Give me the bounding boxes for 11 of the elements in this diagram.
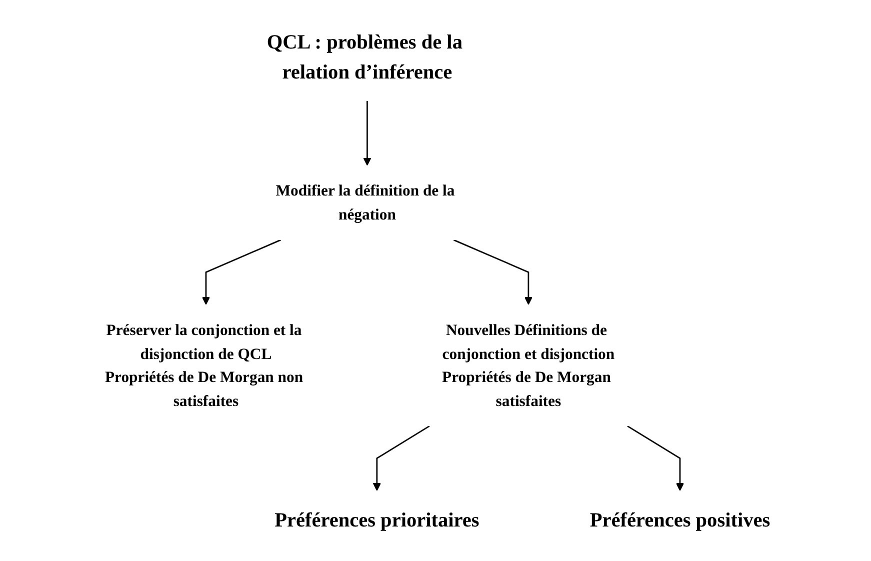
node-text: Modifier la définition de la négation bbox=[276, 182, 456, 223]
arrow bbox=[364, 100, 372, 166]
node-text: QCL : problèmes de la relation d’inférence bbox=[267, 30, 463, 84]
node-text: Nouvelles Définitions de conjonction et disjonction Propriétés de De Morgan satisfaites bbox=[442, 321, 616, 410]
arrow bbox=[202, 239, 282, 305]
node-text: Préférences prioritaires bbox=[275, 508, 480, 532]
arrow bbox=[454, 239, 533, 305]
arrow bbox=[373, 425, 430, 491]
node-text: Préférences positives bbox=[590, 508, 771, 532]
node-text: Préserver la conjonction et la disjonction de QCL Propriétés de De Morgan non satisfaites bbox=[105, 321, 304, 410]
arrow bbox=[628, 425, 684, 491]
